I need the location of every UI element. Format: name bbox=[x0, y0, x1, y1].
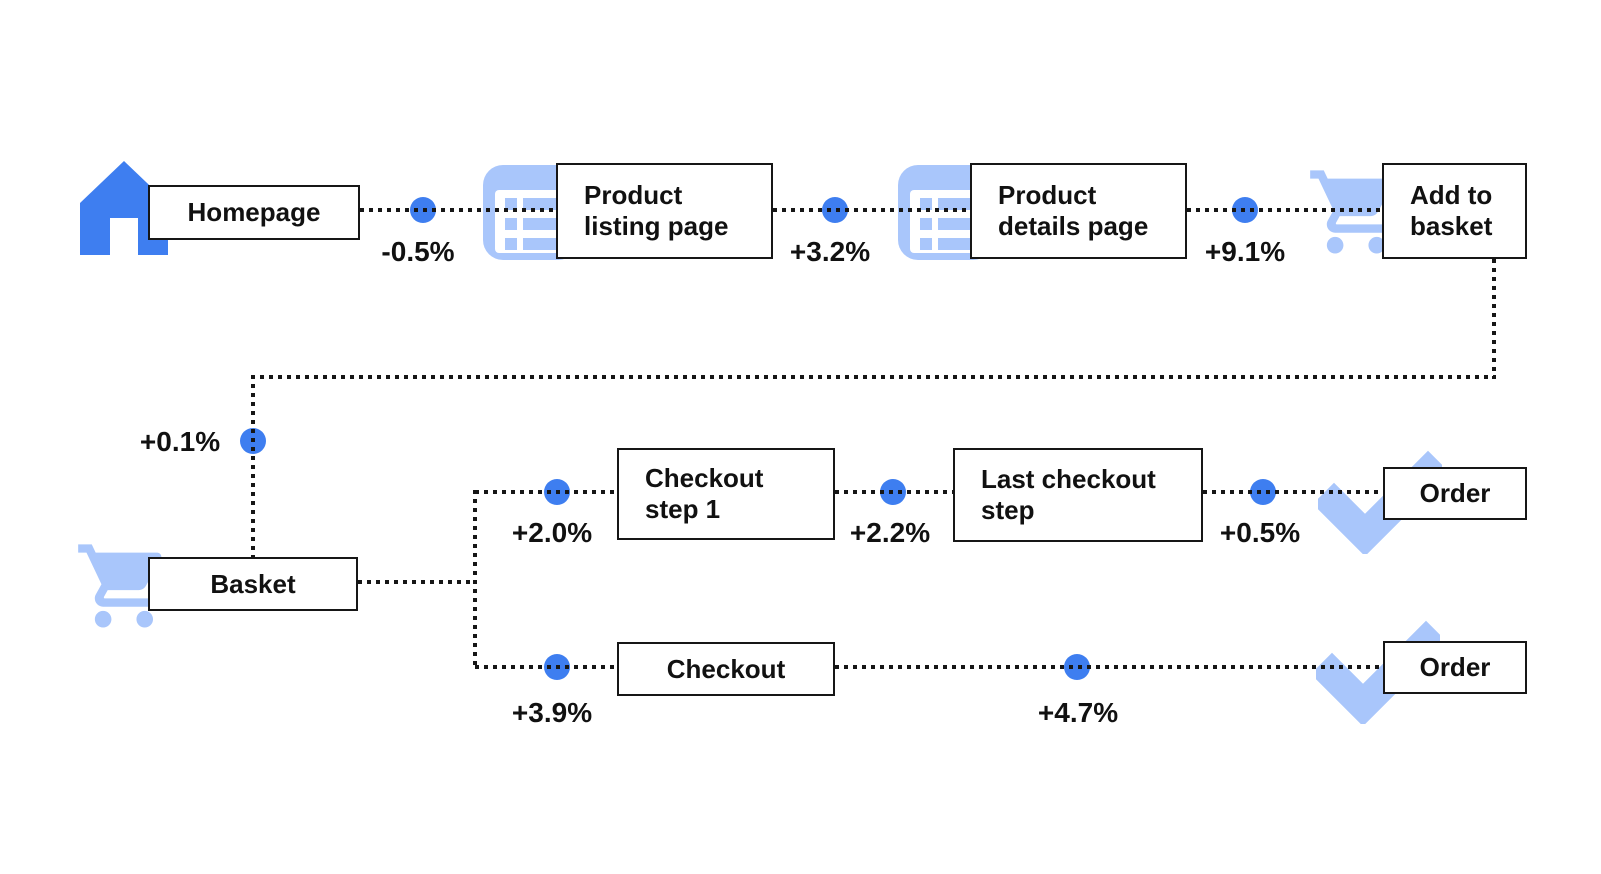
connector-line bbox=[251, 375, 1496, 379]
list-page-icon bbox=[898, 165, 993, 260]
connector-line bbox=[1492, 259, 1496, 379]
node-last-checkout-step: Last checkout step bbox=[953, 448, 1203, 542]
node-checkout: Checkout bbox=[617, 642, 835, 696]
connector-line bbox=[835, 490, 953, 494]
connector-line bbox=[1187, 208, 1382, 212]
delta-label: +0.1% bbox=[139, 426, 221, 457]
node-label: Basket bbox=[210, 568, 296, 599]
delta-label: +9.1% bbox=[1204, 236, 1286, 267]
node-label: Order bbox=[1419, 478, 1491, 508]
delta-label: +3.2% bbox=[789, 236, 871, 267]
connector-line bbox=[358, 580, 477, 584]
node-basket: Basket bbox=[148, 557, 358, 611]
list-page-icon bbox=[483, 165, 578, 260]
node-product-listing-page: Product listing page bbox=[556, 163, 773, 259]
connector-line bbox=[475, 665, 617, 669]
node-label: Add to basket bbox=[1410, 180, 1493, 241]
delta-label: +3.9% bbox=[511, 697, 593, 728]
connector-line bbox=[835, 665, 1383, 669]
node-label: Checkout step 1 bbox=[645, 463, 764, 524]
delta-label: +4.7% bbox=[1037, 697, 1119, 728]
node-label: Homepage bbox=[187, 197, 321, 227]
delta-label: +2.0% bbox=[511, 517, 593, 548]
connector-line bbox=[475, 490, 617, 494]
node-order-top: Order bbox=[1383, 467, 1527, 520]
node-add-to-basket: Add to basket bbox=[1382, 163, 1527, 259]
home-icon bbox=[80, 161, 168, 255]
delta-label: -0.5% bbox=[381, 236, 455, 267]
node-label: Order bbox=[1419, 652, 1491, 682]
connector-line bbox=[360, 208, 556, 212]
delta-label: +0.5% bbox=[1219, 517, 1301, 548]
connector-line bbox=[251, 375, 255, 557]
node-label: Product details page bbox=[998, 180, 1149, 241]
delta-label: +2.2% bbox=[849, 517, 931, 548]
node-homepage: Homepage bbox=[148, 185, 360, 240]
node-label: Last checkout step bbox=[981, 464, 1156, 525]
connector-line bbox=[773, 208, 970, 212]
node-order-bottom: Order bbox=[1383, 641, 1527, 694]
node-product-details-page: Product details page bbox=[970, 163, 1187, 259]
node-checkout-step-1: Checkout step 1 bbox=[617, 448, 835, 540]
connector-line bbox=[473, 490, 477, 669]
connector-line bbox=[1203, 490, 1383, 494]
cart-icon bbox=[78, 544, 162, 628]
node-label: Product listing page bbox=[584, 180, 729, 241]
node-label: Checkout bbox=[666, 653, 786, 684]
